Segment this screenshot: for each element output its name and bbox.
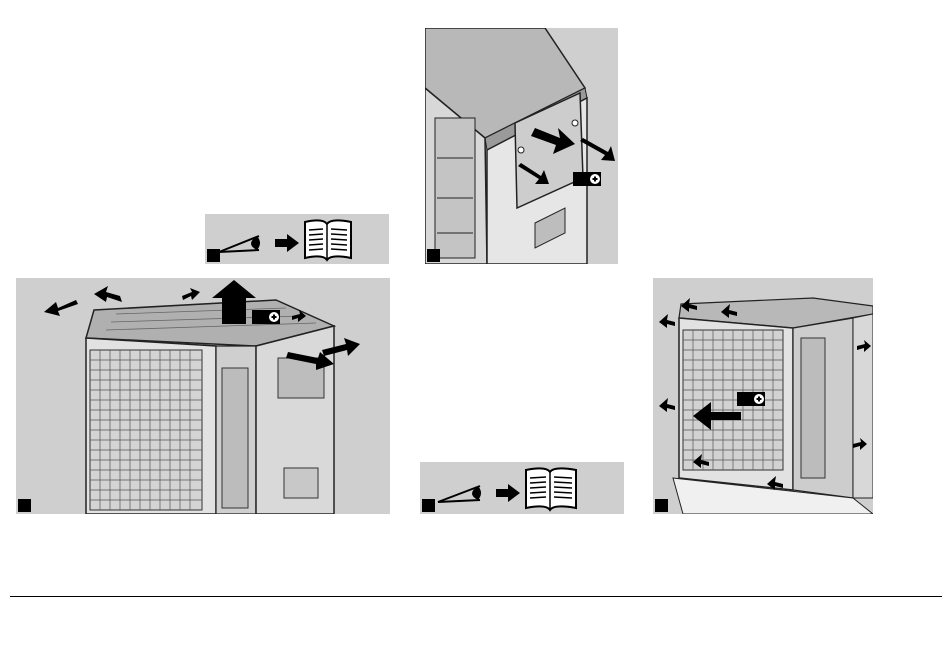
- tool-badge-icon: [573, 172, 601, 186]
- top-cover-illustration: [16, 278, 390, 514]
- front-panel-illustration: [653, 278, 873, 514]
- front-panel-removal-panel: [653, 278, 873, 514]
- tool-badge-icon: [737, 392, 765, 406]
- side-panel-removal-panel: [425, 28, 618, 264]
- step-marker: [207, 249, 220, 262]
- step-marker: [18, 499, 31, 512]
- eye-icon: [219, 236, 260, 252]
- side-panel-illustration: [425, 28, 618, 264]
- eye-icon: [438, 486, 481, 502]
- open-book-icon: [305, 220, 351, 260]
- read-manual-panel-top: [205, 214, 389, 264]
- removal-arrow-icon: [44, 300, 78, 316]
- step-marker: [427, 249, 440, 262]
- removal-arrow-icon: [659, 314, 675, 328]
- read-manual-illustration: [205, 214, 389, 264]
- step-marker: [422, 499, 435, 512]
- arrow-icon: [275, 234, 299, 252]
- removal-arrow-icon: [659, 398, 675, 412]
- read-manual-illustration: [420, 462, 624, 514]
- page-divider-rule: [10, 596, 942, 597]
- top-cover-removal-panel: [16, 278, 390, 514]
- removal-arrow-icon: [182, 288, 200, 300]
- arrow-icon: [496, 484, 520, 502]
- removal-arrow-icon: [94, 286, 122, 302]
- step-marker: [655, 499, 668, 512]
- read-manual-panel-bottom: [420, 462, 624, 514]
- tool-badge-icon: [252, 310, 280, 324]
- open-book-icon: [526, 468, 576, 510]
